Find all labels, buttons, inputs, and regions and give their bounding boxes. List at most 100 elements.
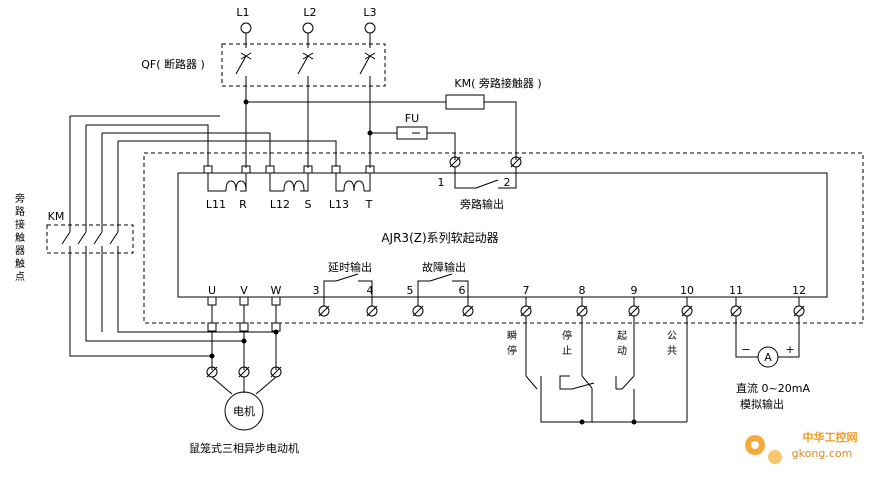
terminal-5 [412,305,424,317]
control-function-labels: 瞬 停 停 止 起 动 公 共 [507,329,677,357]
fuse-label: FU [405,112,419,125]
coil-s-leads [269,173,309,192]
terminal-l12-label: L12 [270,198,290,211]
label-start-1: 起 [617,330,627,342]
coil-s [283,180,305,192]
side-label-2: 接 [15,218,25,231]
breaker-pole-l2 [297,33,314,88]
terminal-u-box-outer [207,322,217,332]
coil-t [343,180,365,192]
km-contact-3 [93,132,271,332]
terminal-v-box [239,296,249,306]
motor-symbol [224,391,264,431]
label-start-2: 动 [617,345,627,357]
terminal-u-box [207,296,217,306]
terminal-l11-box [203,165,213,174]
wire-km-to-terminal-2 [484,101,517,160]
terminal-v-box-outer [239,322,249,332]
terminal-l13-box [331,165,341,174]
junction-w [273,329,279,335]
motor-output-terminals: U V W [207,284,282,370]
terminal-l11-label: L11 [206,198,226,211]
junction-start [631,419,637,425]
terminal-11-num: 11 [729,284,743,297]
coil-r-leads [207,173,247,192]
terminal-l13-label: L13 [329,198,349,211]
starter-body [177,172,828,298]
label-stop-2: 止 [562,345,572,357]
terminal-v-label: V [240,284,248,297]
terminal-r-label: R [239,198,247,211]
delay-output-relay: 延时输出 3 4 [313,260,378,317]
terminal-l12-box [265,165,275,174]
side-label-6: 点 [15,271,25,283]
watermark-url: gkong.com [792,447,853,460]
l1-terminal [240,22,252,34]
terminal-w-label: W [271,284,282,297]
terminal-6-num: 6 [459,284,466,297]
breaker-pole-l3 [359,33,376,88]
main-conductors: KM( 旁路接触器 ) FU [243,76,542,168]
label-jog-2: 停 [507,344,517,357]
terminal-w-box [271,296,281,306]
terminal-t-label: T [365,198,373,211]
ammeter-pos-wire [778,316,800,358]
label-common-1: 公 [667,331,677,342]
label-jog-1: 瞬 [507,329,517,342]
soft-starter-ajr3: AJR3(Z)系列软起动器 [143,152,864,324]
jog-switch [525,316,687,423]
l2-terminal [302,22,314,34]
bypass-terminal-1-num: 1 [438,176,445,189]
terminal-6 [462,305,474,317]
motor-label: 电机 [233,404,255,418]
terminal-s-label: S [305,198,312,211]
bypass-contactor-label: KM( 旁路接触器 ) [454,76,541,90]
starter-dashed-enclosure [143,152,864,324]
bypass-contactor-contacts: KM 旁 路 接 触 器 触 点 [15,115,337,359]
motor-feed-wires [211,331,277,370]
terminal-3-num: 3 [313,284,320,297]
label-stop-1: 停 [562,329,572,342]
km-contact-4 [109,140,337,333]
coil-r [225,180,247,192]
km-contacts-enclosure [46,224,134,254]
junction-stop [579,419,585,425]
delay-output-label: 延时输出 [328,260,372,274]
control-switches [525,316,688,425]
motor-leads [211,376,277,395]
breaker-enclosure [221,43,386,87]
gkong-watermark: 中华工控网 gkong.com [745,430,858,464]
breaker-pole-l1 [235,33,252,88]
analog-output-caption-2: 模拟输出 [740,397,784,411]
km-contact-1 [61,116,212,357]
ammeter-minus: − [741,343,750,356]
ammeter-neg-wire [735,316,758,358]
starter-title: AJR3(Z)系列软起动器 [381,231,498,245]
terminal-3 [318,305,330,317]
l1-label: L1 [236,6,249,19]
terminal-9-num: 9 [631,284,638,297]
label-common-2: 共 [667,345,677,357]
terminal-u-label: U [208,284,216,297]
watermark-cn: 中华工控网 [803,430,858,444]
stop-switch [559,316,595,422]
top-terminal-block: L11 R L12 S L13 T [203,165,375,211]
side-label-3: 触 [15,231,25,244]
side-label-4: 器 [15,245,25,257]
analog-output-ammeter: A − + 直流 0~20mA 模拟输出 [735,316,810,411]
ammeter-symbol: A [764,351,772,364]
l2-label: L2 [303,6,316,19]
terminal-4-num: 4 [367,284,374,297]
bypass-relay-contact [454,167,517,189]
km-contacts-label: KM [48,210,65,223]
side-label-5: 触 [15,257,25,270]
ammeter-plus: + [785,343,794,356]
motor: 电机 鼠笼式三相异步电动机 [189,366,299,455]
terminal-10-num: 10 [680,284,694,297]
wire-fuse-to-terminal-1 [427,132,456,160]
bypass-output-relay: 1 2 旁路输出 [438,156,522,211]
junction-u [209,353,215,359]
side-label-1: 路 [15,205,25,218]
terminal-7-num: 7 [523,284,530,297]
